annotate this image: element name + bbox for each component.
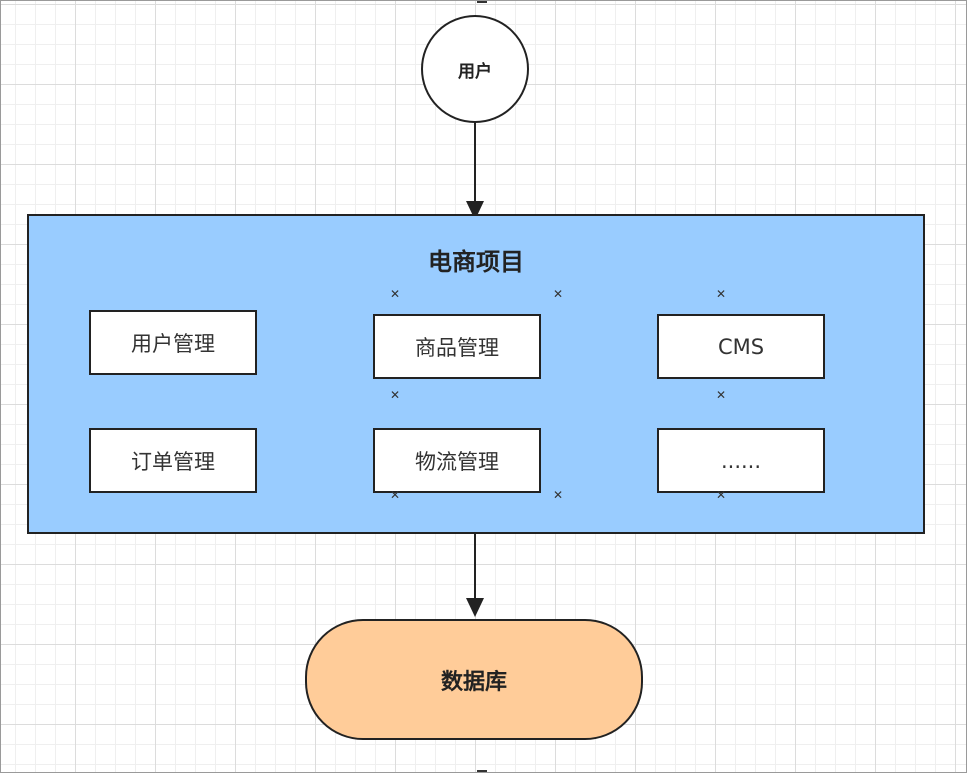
ecommerce-project-container[interactable]: 电商项目 用户管理 商品管理 CMS 订单管理 物流管理 ...... (27, 214, 925, 534)
module-label: CMS (717, 334, 765, 359)
x-handle-icon[interactable]: ✕ (390, 287, 401, 301)
x-handle-icon[interactable]: ✕ (553, 488, 564, 502)
x-handle-icon[interactable]: ✕ (716, 488, 727, 502)
module-label: 物流管理 (415, 449, 499, 474)
database-node-label: 数据库 (440, 669, 507, 695)
module-label: ...... (720, 448, 762, 473)
module-order-management[interactable]: 订单管理 (89, 428, 257, 493)
module-label: 商品管理 (415, 335, 499, 360)
edge-user-to-project[interactable] (466, 121, 484, 220)
module-label: 订单管理 (131, 449, 215, 474)
module-logistics-management[interactable]: 物流管理 (373, 428, 541, 493)
user-node[interactable]: 用户 (421, 15, 529, 123)
canvas-edge-tick (477, 1, 487, 3)
user-node-label: 用户 (458, 61, 492, 82)
container-title: 电商项目 (428, 248, 524, 276)
x-handle-icon[interactable]: ✕ (716, 388, 727, 402)
x-handle-icon[interactable]: ✕ (390, 488, 401, 502)
module-label: 用户管理 (131, 331, 215, 356)
x-handle-icon[interactable]: ✕ (553, 287, 564, 301)
module-user-management[interactable]: 用户管理 (89, 310, 257, 375)
module-cms[interactable]: CMS (657, 314, 825, 379)
database-node[interactable]: 数据库 (305, 619, 643, 740)
module-more[interactable]: ...... (657, 428, 825, 493)
x-handle-icon[interactable]: ✕ (390, 388, 401, 402)
edge-project-to-database[interactable] (466, 532, 484, 617)
canvas-edge-tick (477, 770, 487, 772)
module-product-management[interactable]: 商品管理 (373, 314, 541, 379)
x-handle-icon[interactable]: ✕ (716, 287, 727, 301)
